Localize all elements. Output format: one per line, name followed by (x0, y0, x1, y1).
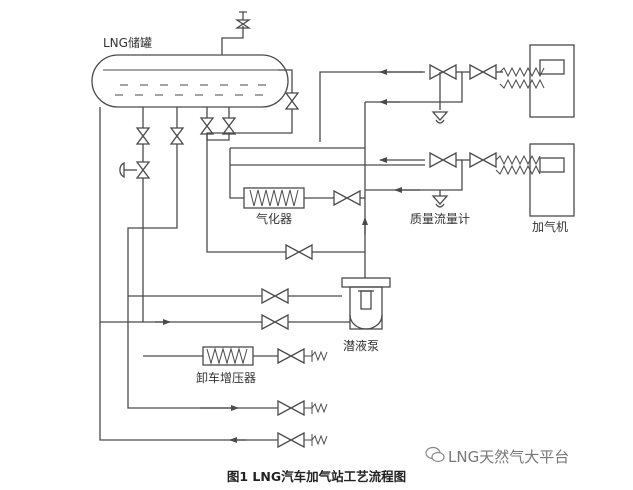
valve-icon (135, 127, 151, 145)
valve-icon (469, 63, 497, 81)
watermark: LNG天然气大平台 (448, 448, 570, 466)
valve-icon (285, 243, 313, 261)
tank-liquid-level (103, 69, 278, 96)
valve-icon (277, 347, 305, 365)
valve-icon (261, 287, 289, 305)
valve-icon (199, 117, 215, 135)
valve-icon (333, 189, 361, 207)
wechat-icon (425, 446, 445, 463)
figure-caption: 图1 LNG汽车加气站工艺流程图 (226, 469, 407, 484)
vaporizer-label: 气化器 (256, 212, 293, 226)
unloading-pressurizer-label: 卸车增压器 (196, 371, 257, 385)
return-line-top (319, 71, 425, 142)
valve-icon (221, 117, 237, 135)
submerged-pump (349, 286, 383, 330)
valve-icon (277, 399, 305, 417)
valve-icon (469, 151, 497, 169)
flow-meter-icon (431, 195, 449, 205)
safety-valve-icon (234, 19, 252, 29)
valve-icon (169, 127, 185, 145)
dispenser-1 (529, 44, 575, 118)
valve-icon (277, 431, 305, 449)
valve-icon (135, 161, 151, 179)
tank-return-pipe (278, 69, 293, 93)
submerged-pump-label: 潜液泵 (343, 339, 380, 353)
valve-icon (429, 63, 457, 81)
lng-tank (91, 54, 289, 108)
mass-flowmeter-label: 质量流量计 (410, 212, 471, 226)
tank-label: LNG储罐 (103, 36, 152, 50)
dispenser-2 (529, 143, 575, 217)
valve-icon (284, 92, 300, 110)
flow-meter-icon (431, 111, 449, 121)
valve-icon (429, 151, 457, 169)
valve-icon (261, 313, 289, 331)
vent-pipe (221, 26, 244, 55)
dispenser-label: 加气机 (532, 220, 569, 234)
actuator-icon (119, 161, 125, 179)
